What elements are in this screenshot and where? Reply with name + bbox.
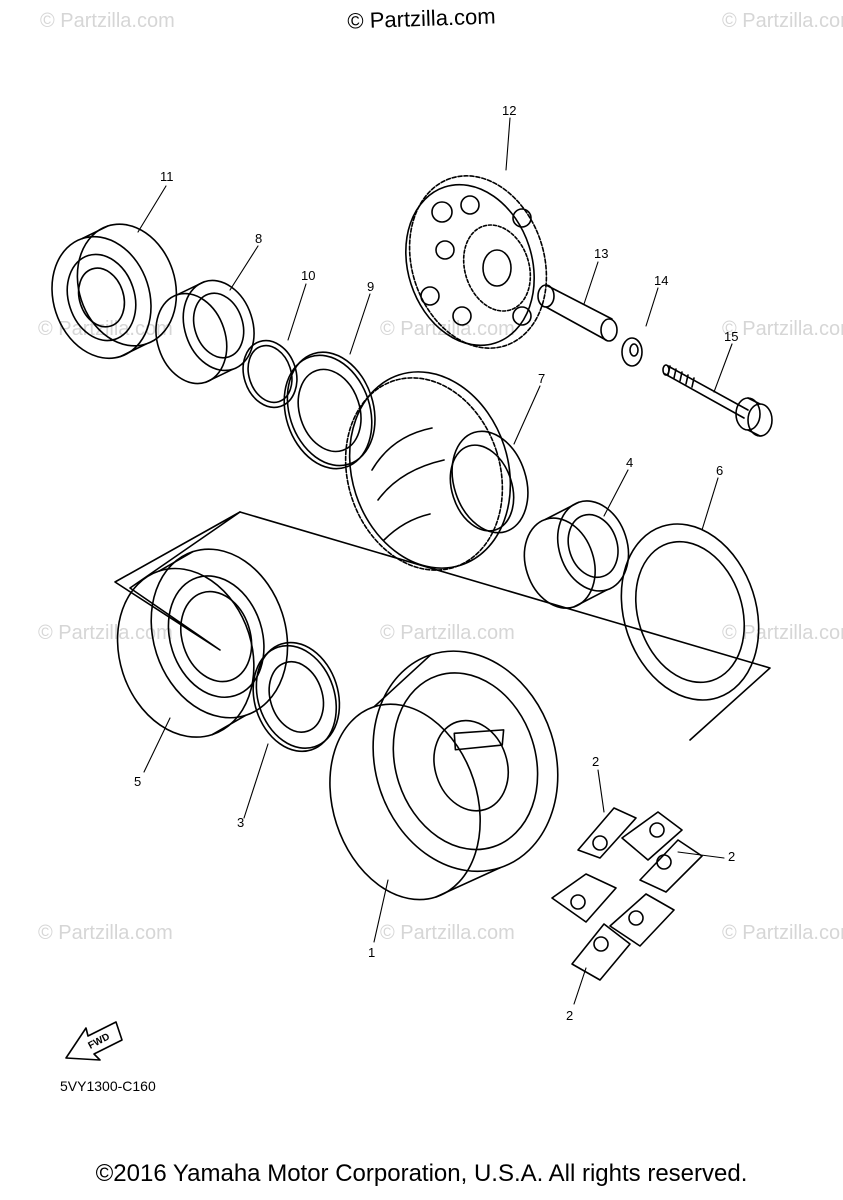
watermark: © Partzilla.com [722,10,843,32]
callout-label: 6 [716,463,724,478]
part-6-plate [620,523,760,701]
part-14-washer [621,337,643,367]
part-7-gear [344,371,529,571]
part-4-sleeve [523,500,630,609]
callout-label: 14 [654,273,669,288]
part-3-washer [252,641,341,753]
callout-label: 13 [594,246,609,261]
callout-label: 2 [728,849,736,864]
part-12-gear [405,175,548,349]
callout-label: 7 [538,371,546,386]
part-1-housing [329,650,559,901]
watermark: © Partzilla.com [38,922,173,944]
fwd-arrow-icon [65,1021,123,1061]
watermark: © Partzilla.com [380,622,515,644]
watermark: © Partzilla.com [38,318,173,340]
callout-label: 2 [592,754,600,769]
diagram-code: 5VY1300-C160 [60,1078,156,1094]
watermark: © Partzilla.com [380,922,515,944]
callout-label: 9 [367,279,375,294]
callout-label: 12 [502,103,517,118]
callout-label: 4 [626,455,634,470]
part-11-bearing [51,223,178,360]
part-13-shaft [537,284,618,342]
callout-label: 11 [160,169,174,184]
watermark: © Partzilla.com [722,622,843,644]
watermark: © Partzilla.com [722,318,843,340]
callout-label: 5 [134,774,142,789]
callout-label: 15 [724,329,739,344]
part-5-clutch [116,548,289,738]
watermark: © Partzilla.com [722,922,843,944]
watermark: © Partzilla.com [40,10,175,32]
callout-label: 1 [368,945,376,960]
callout-label: 2 [566,1008,574,1023]
watermark: © Partzilla.com [380,318,515,340]
callout-label: 10 [301,268,316,283]
subassembly-outline [114,511,241,651]
callout-label: 8 [255,231,263,246]
part-2-damper [551,807,703,981]
subassembly-outline [239,511,771,741]
footer-copyright: ©2016 Yamaha Motor Corporation, U.S.A. A… [95,1160,748,1187]
part-8-sleeve [155,279,255,385]
part-9-washer [283,351,376,470]
watermark: © Partzilla.com [38,622,173,644]
leader-lines [137,117,733,1005]
callout-label: 3 [237,815,245,830]
part-15-bolt [662,364,773,437]
part-10-ring [242,339,298,409]
